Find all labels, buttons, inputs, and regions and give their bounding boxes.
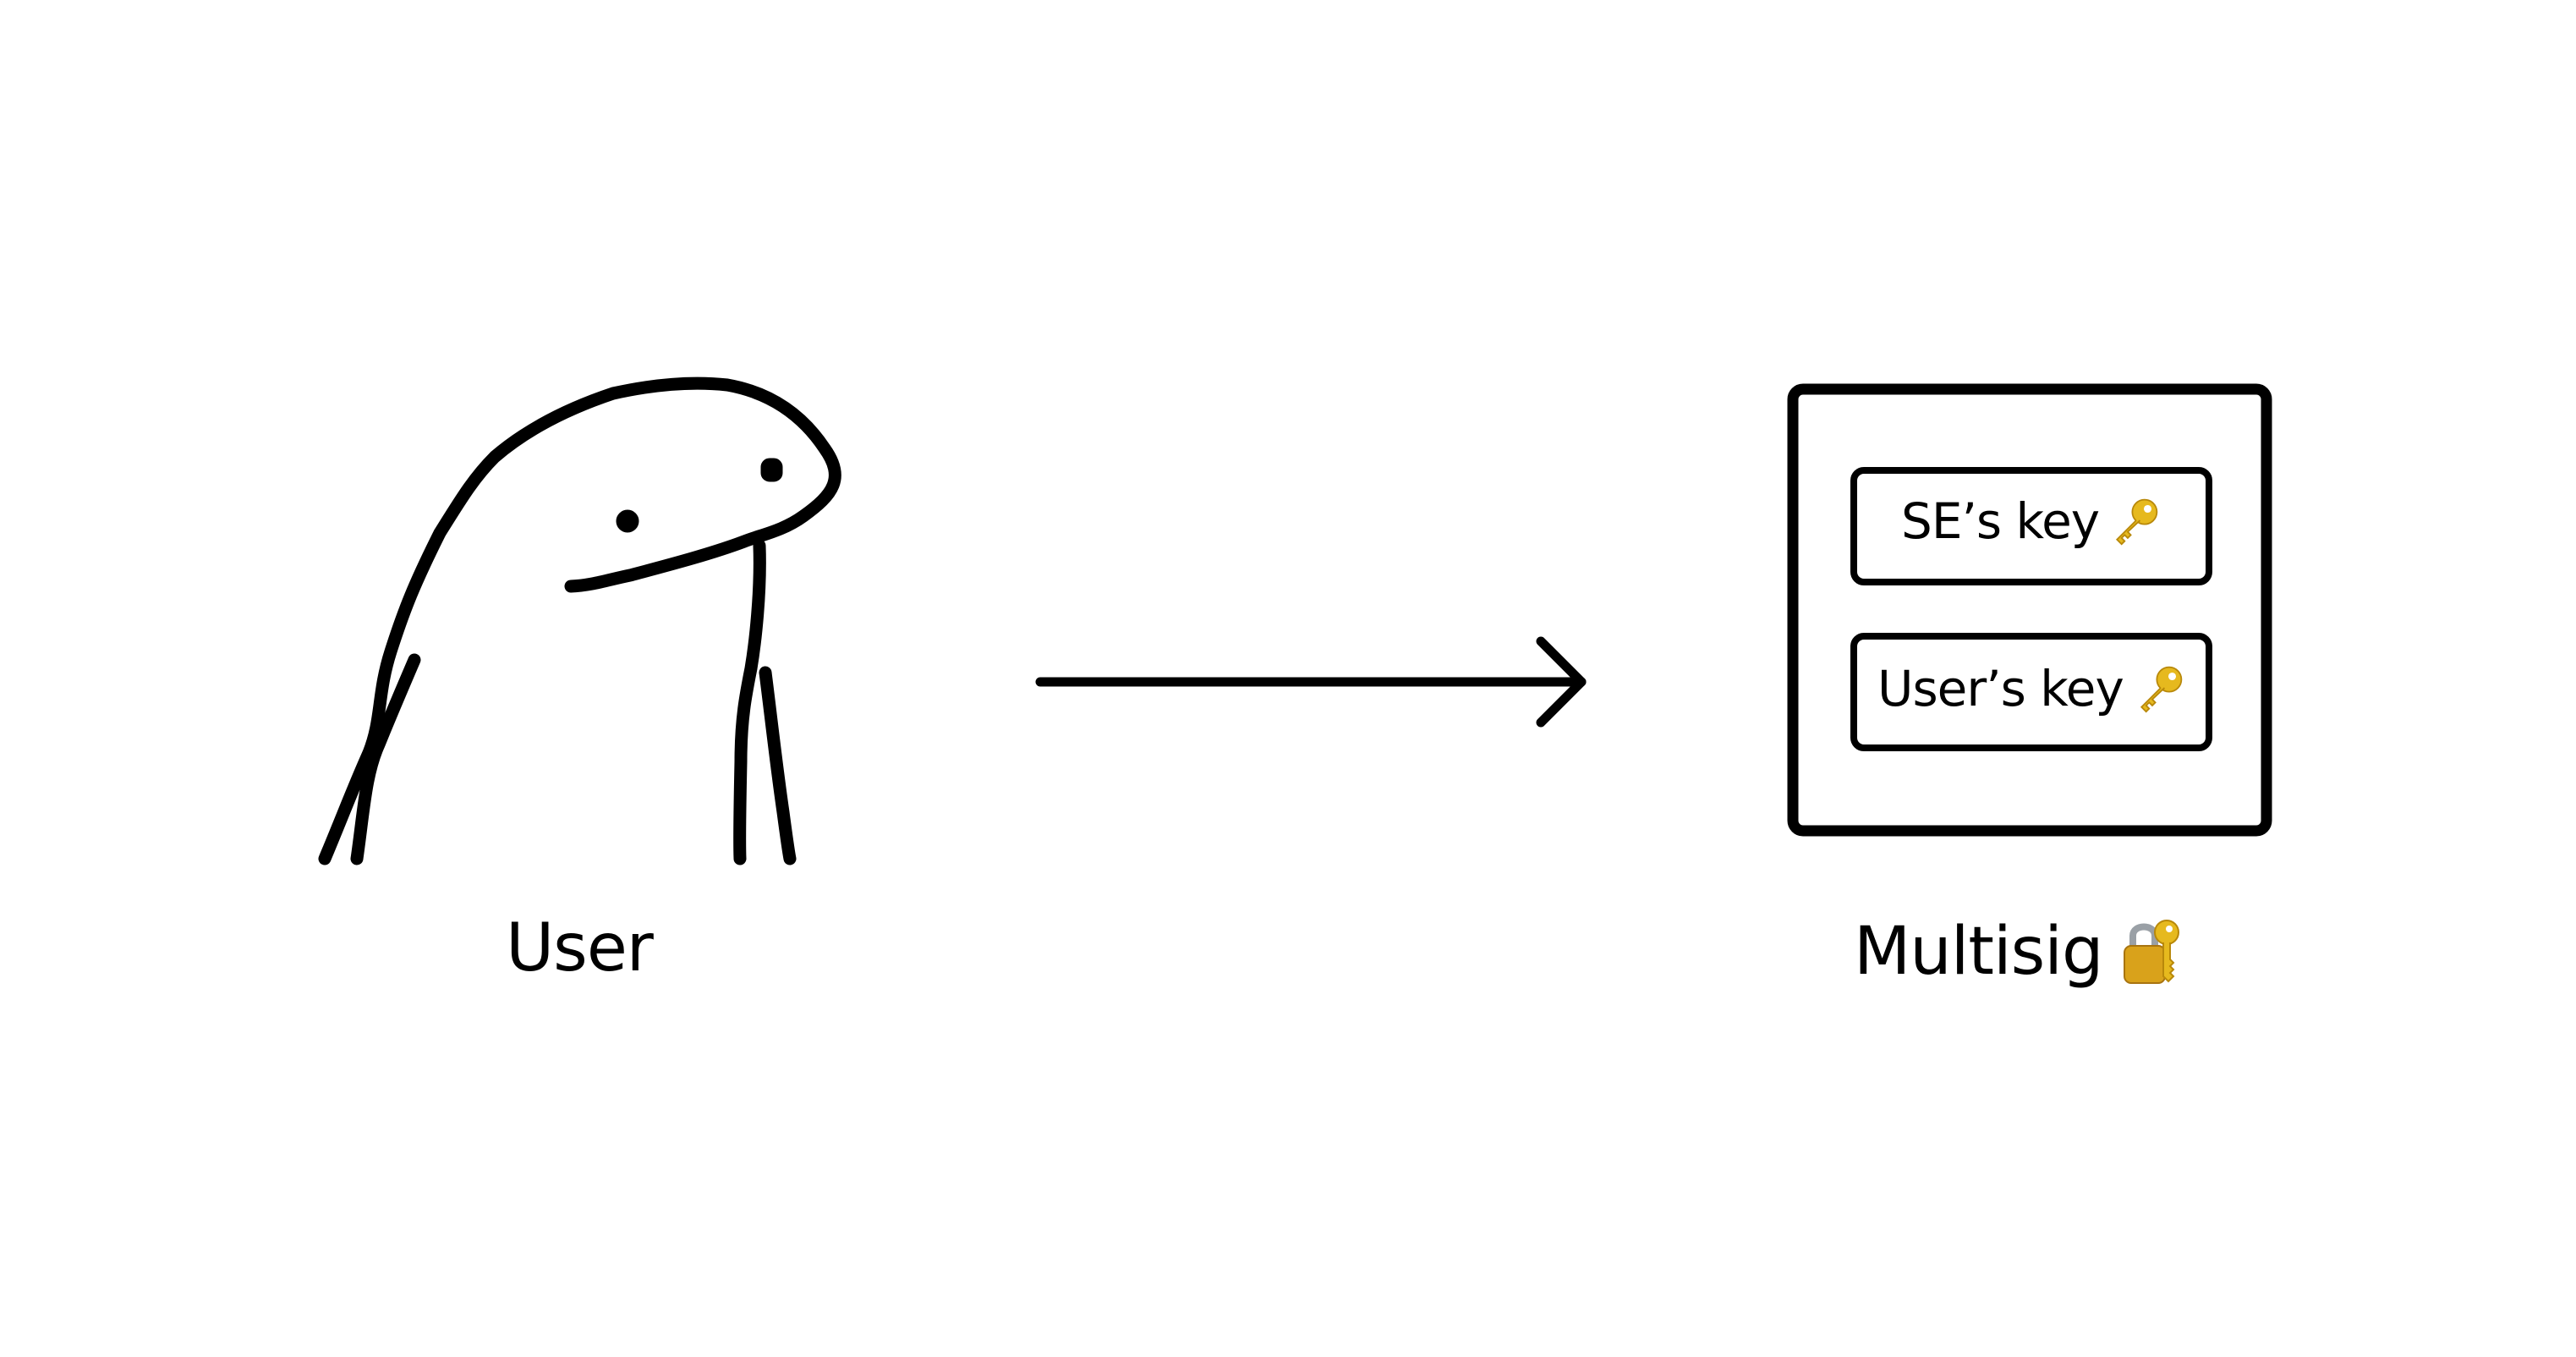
multisig-label: Multisig bbox=[1854, 914, 2103, 990]
user-key-text: User’s key bbox=[1877, 660, 2124, 717]
right-arrow-icon bbox=[1035, 636, 1587, 728]
user-key-label: User’s key bbox=[1877, 664, 2184, 713]
user-body-outline bbox=[318, 376, 841, 865]
user-front-leg bbox=[350, 653, 421, 865]
user-label: User bbox=[506, 910, 654, 986]
se-key-box bbox=[1850, 467, 2212, 585]
user-eye-left bbox=[616, 509, 639, 533]
arrow-head bbox=[1536, 636, 1587, 728]
locked-with-key-icon bbox=[2124, 920, 2180, 984]
se-key-text: SE’s key bbox=[1901, 492, 2100, 550]
key-icon bbox=[2140, 666, 2183, 713]
key-icon bbox=[2116, 498, 2158, 546]
user-back-legs bbox=[733, 539, 797, 865]
multisig-box bbox=[1787, 383, 2272, 837]
multisig-label-group: Multisig bbox=[1854, 915, 2190, 988]
se-key-label: SE’s key bbox=[1901, 497, 2160, 546]
user-key-box bbox=[1850, 633, 2212, 751]
user-figure-icon bbox=[318, 376, 841, 865]
user-eye-right bbox=[760, 458, 783, 482]
